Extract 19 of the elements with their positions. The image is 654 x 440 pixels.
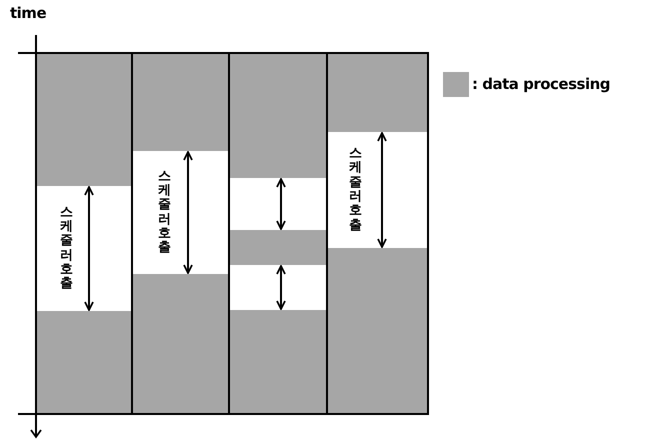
legend-text: : data processing: [472, 75, 610, 93]
double-arrow: [183, 151, 193, 274]
processing-block: [327, 53, 428, 132]
processing-block: [36, 53, 132, 186]
double-arrow: [377, 132, 387, 248]
edge-label: 스케줄러호출: [60, 206, 73, 292]
double-arrow: [84, 186, 94, 311]
processing-block: [327, 248, 428, 414]
axis-label: time: [10, 4, 46, 22]
processing-block: [36, 311, 132, 414]
processing-block: [132, 53, 229, 151]
processing-block: [132, 274, 229, 414]
double-arrow: [276, 265, 286, 310]
processing-block: [229, 230, 327, 265]
double-arrow: [276, 178, 286, 230]
processing-block: [229, 310, 327, 414]
edge-label: 스케줄러호출: [158, 170, 171, 256]
edge-label: 스케줄러호출: [349, 147, 362, 233]
processing-block: [229, 53, 327, 178]
